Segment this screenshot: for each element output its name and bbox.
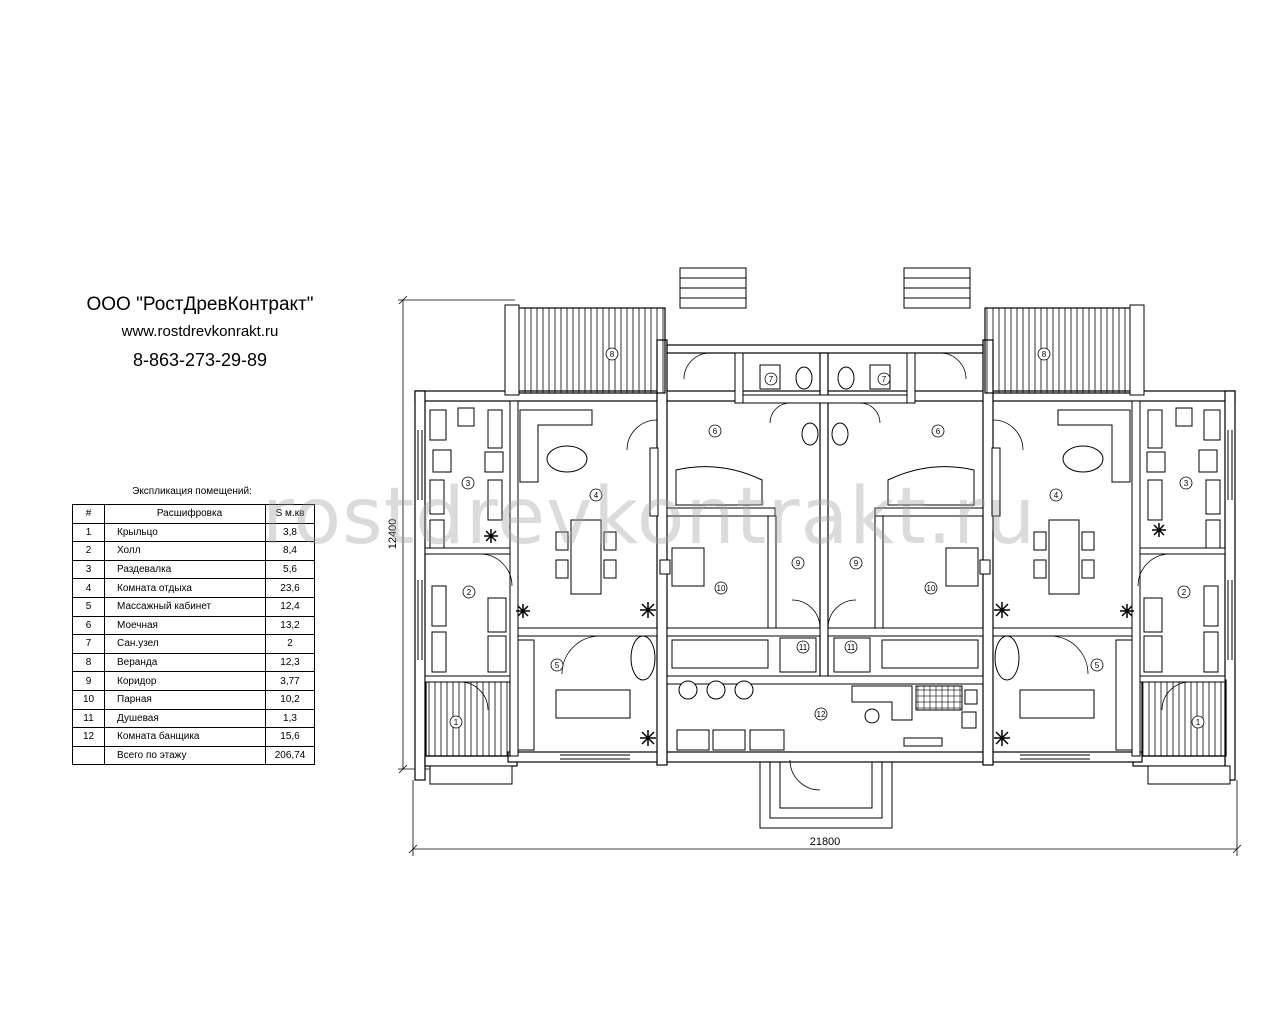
room-marker-3: 3 <box>461 476 475 490</box>
room-marker-4: 4 <box>1049 488 1063 502</box>
room-marker-2: 2 <box>1177 585 1191 599</box>
row-name: Всего по этажу <box>104 745 266 766</box>
dimension-width-label: 21800 <box>810 836 841 848</box>
watermark: rostdrevkontrakt.ru <box>262 472 1037 562</box>
svg-text:8: 8 <box>610 350 615 359</box>
svg-text:5: 5 <box>1095 661 1100 670</box>
veranda-right <box>984 307 1136 394</box>
room-marker-1: 1 <box>449 715 463 729</box>
svg-text:1: 1 <box>1196 718 1201 727</box>
svg-text:2: 2 <box>1182 588 1187 597</box>
room-marker-10: 10 <box>714 581 728 595</box>
svg-text:12: 12 <box>817 710 826 719</box>
svg-text:9: 9 <box>796 559 801 568</box>
svg-text:4: 4 <box>594 491 599 500</box>
room-marker-4: 4 <box>589 488 603 502</box>
porch-left-step <box>429 765 513 785</box>
company-website: www.rostdrevkonrakt.ru <box>121 323 279 340</box>
room-marker-12: 12 <box>814 707 828 721</box>
room-marker-5: 5 <box>1090 658 1104 672</box>
veranda-left-post <box>504 304 520 396</box>
room-marker-8: 8 <box>1037 347 1051 361</box>
table-header-row: # Расшифровка S м.кв <box>72 504 315 524</box>
svg-text:1: 1 <box>454 718 459 727</box>
row-area: 206,74 <box>265 745 315 766</box>
plant-icons <box>484 523 1166 746</box>
entrance-steps <box>759 761 893 829</box>
room-marker-11: 11 <box>796 640 810 654</box>
svg-text:5: 5 <box>555 661 560 670</box>
room-marker-5: 5 <box>550 658 564 672</box>
room-marker-9: 9 <box>791 556 805 570</box>
explication-title: Экспликация помещений: <box>132 486 252 497</box>
company-phone: 8-863-273-29-89 <box>132 350 268 370</box>
company-header: ООО "РостДревКонтракт" www.rostdrevkonra… <box>70 292 330 374</box>
attendant-desk <box>851 685 978 747</box>
svg-text:11: 11 <box>847 643 856 652</box>
svg-text:11: 11 <box>799 643 808 652</box>
room-marker-9: 9 <box>849 556 863 570</box>
room-marker-11: 11 <box>844 640 858 654</box>
room-marker-8: 8 <box>605 347 619 361</box>
room-marker-6: 6 <box>931 424 945 438</box>
company-name: ООО "РостДревКонтракт" <box>86 294 314 315</box>
svg-text:7: 7 <box>769 375 774 384</box>
svg-text:4: 4 <box>1054 491 1059 500</box>
svg-text:9: 9 <box>854 559 859 568</box>
veranda-right-post <box>1129 304 1145 396</box>
svg-text:3: 3 <box>466 479 471 488</box>
interior-walls <box>424 352 1226 757</box>
room-marker-10: 10 <box>924 581 938 595</box>
svg-text:10: 10 <box>717 584 726 593</box>
svg-text:8: 8 <box>1042 350 1047 359</box>
room-marker-7: 7 <box>764 372 778 386</box>
svg-text:6: 6 <box>713 427 718 436</box>
furniture-left <box>429 364 819 751</box>
room-marker-7: 7 <box>877 372 891 386</box>
veranda-left <box>514 307 666 394</box>
svg-text:2: 2 <box>467 588 472 597</box>
stairs-left <box>679 267 747 309</box>
svg-text:6: 6 <box>936 427 941 436</box>
dimension-height-label: 12400 <box>387 519 399 550</box>
porch-left <box>425 679 511 757</box>
windows <box>417 430 1233 760</box>
porch-right <box>1141 679 1227 757</box>
room-marker-1: 1 <box>1191 715 1205 729</box>
furniture-right <box>831 364 1221 751</box>
stairs-right <box>903 267 971 309</box>
porch-right-step <box>1147 765 1231 785</box>
room-marker-2: 2 <box>462 585 476 599</box>
svg-text:3: 3 <box>1184 479 1189 488</box>
room-marker-3: 3 <box>1179 476 1193 490</box>
dimension-width <box>408 780 1242 856</box>
svg-text:10: 10 <box>927 584 936 593</box>
svg-text:7: 7 <box>882 375 887 384</box>
room-marker-6: 6 <box>708 424 722 438</box>
